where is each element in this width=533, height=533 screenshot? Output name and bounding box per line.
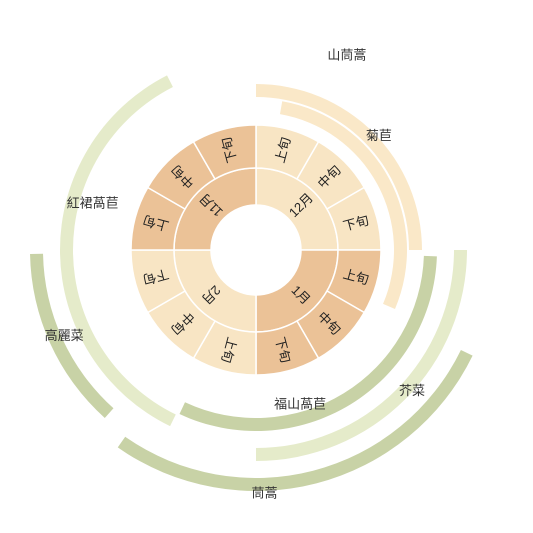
period-label: 上旬 [272, 136, 293, 165]
crop-arc [256, 250, 467, 461]
period-segment [192, 124, 257, 181]
period-label: 下旬 [142, 266, 171, 287]
crop-label: 菊苣 [366, 128, 392, 143]
crop-label: 福山萵苣 [274, 396, 326, 411]
period-label: 下旬 [341, 213, 370, 234]
period-label: 上旬 [142, 213, 171, 234]
period-label: 上旬 [341, 266, 370, 287]
crop-arc [30, 253, 114, 418]
crop-label: 茼蒿 [251, 485, 277, 500]
period-label: 下旬 [219, 136, 240, 165]
period-label: 上旬 [219, 335, 240, 364]
crop-arc [279, 101, 408, 310]
crop-arc [256, 84, 422, 250]
crop-label: 山茼蒿 [327, 48, 366, 63]
crop-label: 高麗菜 [45, 328, 84, 343]
crop-arc [60, 75, 176, 427]
crop-label: 紅裙萵苣 [67, 196, 119, 211]
period-label: 下旬 [272, 335, 293, 364]
crop-label: 芥菜 [399, 383, 425, 398]
crop-arc [179, 255, 437, 432]
